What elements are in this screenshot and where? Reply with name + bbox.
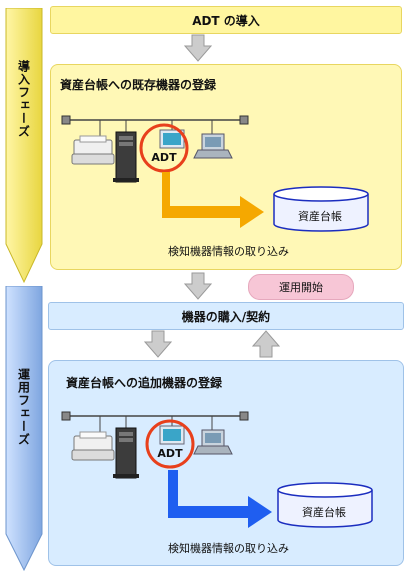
laptop-icon	[193, 133, 233, 159]
intro-adt-label: ADT	[151, 151, 177, 164]
adt-introduction-label: ADT の導入	[192, 13, 260, 28]
down-arrow-middle	[184, 272, 212, 300]
intro-database-label: 資産台帳	[298, 210, 342, 223]
intro-network-diagram	[61, 115, 249, 183]
intro-registration-panel	[50, 64, 402, 270]
operation-phase-label: 運用フェーズ	[16, 368, 31, 446]
intro-panel-title: 資産台帳への既存機器の登録	[60, 78, 217, 92]
intro-flow-arrow	[162, 172, 264, 228]
down-arrow-top	[184, 34, 212, 62]
adt-highlight-circle	[145, 419, 195, 469]
operation-network-diagram	[61, 411, 249, 479]
server-tower-icon	[113, 131, 139, 183]
printer-icon	[71, 135, 115, 165]
down-arrow-lower	[144, 330, 172, 358]
operation-database-label: 資産台帳	[302, 506, 346, 519]
operation-adt-label: ADT	[157, 447, 183, 460]
intro-database-icon	[273, 186, 369, 232]
laptop-icon	[193, 429, 233, 455]
operation-registration-panel	[48, 360, 404, 566]
desktop-monitor-icon	[159, 425, 185, 445]
desktop-monitor-icon	[159, 129, 185, 149]
operation-database-icon	[277, 482, 373, 528]
intro-import-caption: 検知機器情報の取り込み	[168, 245, 289, 258]
operation-import-caption: 検知機器情報の取り込み	[168, 542, 289, 555]
operation-flow-arrow	[168, 470, 272, 528]
server-tower-icon	[113, 427, 139, 479]
purchase-contract-banner: 機器の購入/契約	[48, 302, 404, 330]
intro-phase-arrow	[5, 8, 43, 284]
operation-start-label: 運用開始	[279, 281, 323, 294]
printer-icon	[71, 431, 115, 461]
adt-introduction-banner: ADT の導入	[50, 6, 402, 34]
operation-panel-title: 資産台帳への追加機器の登録	[66, 376, 223, 390]
up-arrow-lower	[252, 330, 280, 358]
purchase-contract-label: 機器の購入/契約	[181, 309, 271, 324]
operation-phase-arrow	[5, 286, 43, 572]
intro-phase-label: 導入フェーズ	[16, 60, 31, 138]
adt-highlight-circle	[139, 123, 189, 173]
operation-start-pill: 運用開始	[248, 274, 354, 300]
